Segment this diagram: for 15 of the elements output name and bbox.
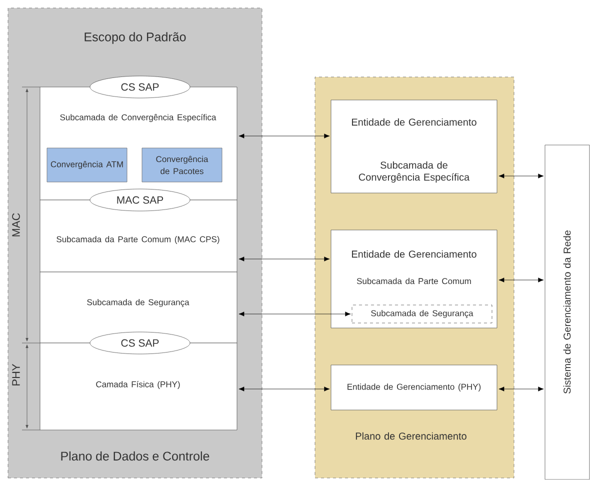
arrow [498, 278, 544, 282]
system-box: Sistema de Gerenciamento da Rede [544, 144, 590, 480]
arrow [238, 256, 330, 262]
arrow [498, 386, 544, 392]
convergence-box: Convergência ATM [46, 148, 128, 182]
convergence-box: Convergência de Pacotes [142, 148, 222, 182]
entity-box: Entidade de Gerenciamento (PHY) [330, 364, 498, 410]
arrow [498, 174, 544, 178]
arrow [238, 386, 330, 392]
arrow [238, 312, 351, 316]
arrow [238, 134, 330, 138]
entity-box: Entidade de Gerenciamento Subcamada de Convergência Específica [330, 100, 498, 194]
dimension-label: PHY [12, 364, 20, 386]
security-box: Subcamada de Segurança [352, 304, 492, 324]
dimension-label: MAC [12, 213, 20, 236]
